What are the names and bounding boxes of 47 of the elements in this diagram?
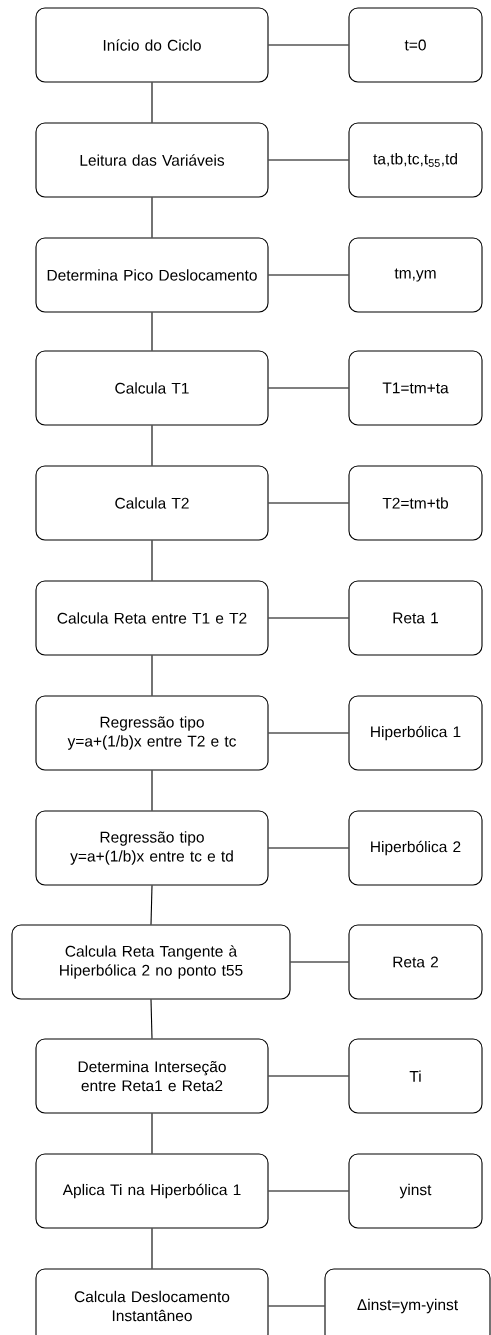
process-box: Calcula T1: [35, 350, 269, 426]
connector-line: [151, 1113, 153, 1154]
connector-line: [151, 770, 153, 811]
connector-line: [151, 655, 153, 696]
value-box: T1=tm+ta: [348, 350, 483, 426]
value-box: t=0: [348, 7, 483, 83]
value-box: ta,tb,tc,t$_{55}$,td: [348, 122, 483, 198]
value-box: Hiperbólica 1: [348, 695, 483, 771]
connector-line: [151, 1228, 153, 1269]
connector-line: [268, 387, 349, 389]
connector-line: [290, 961, 349, 963]
process-box: Determina Interseção entre Reta1 e Reta2: [35, 1038, 269, 1114]
connector-line: [151, 197, 153, 238]
connector-line: [268, 274, 349, 276]
connector-line: [268, 732, 349, 734]
connector-line: [268, 1190, 349, 1192]
connector-line: [268, 159, 349, 161]
connector-line: [150, 999, 153, 1039]
connector-line: [151, 312, 153, 351]
connector-line: [268, 617, 349, 619]
connector-line: [268, 502, 349, 504]
process-box: Calcula Reta entre T1 e T2: [35, 580, 269, 656]
connector-line: [268, 1305, 325, 1307]
connector-line: [151, 540, 153, 581]
value-box: Hiperbólica 2: [348, 810, 483, 886]
value-box: Reta 2: [348, 924, 483, 1000]
process-box: Regressão tipo y=a+(1/b)x entre tc e td: [35, 810, 269, 886]
process-box: Leitura das Variáveis: [35, 122, 269, 198]
process-box: Determina Pico Deslocamento: [35, 237, 269, 313]
connector-line: [268, 1075, 349, 1077]
process-box: Regressão tipo y=a+(1/b)x entre T2 e tc: [35, 695, 269, 771]
value-box: Reta 1: [348, 580, 483, 656]
connector-line: [268, 847, 349, 849]
connector-line: [151, 82, 153, 123]
process-box: Calcula Deslocamento Instantâneo: [35, 1268, 269, 1335]
process-box: Início do Ciclo: [35, 7, 269, 83]
process-box: Aplica Ti na Hiperbólica 1: [35, 1153, 269, 1229]
value-box: T2=tm+tb: [348, 465, 483, 541]
process-box: Calcula T2: [35, 465, 269, 541]
process-box: Calcula Reta Tangente à Hiperbólica 2 no ponto t55: [11, 924, 291, 1000]
value-box: tm,ym: [348, 237, 483, 313]
value-box: Ti: [348, 1038, 483, 1114]
value-box: Δinst=ym-yinst: [324, 1268, 491, 1335]
connector-line: [150, 885, 153, 925]
connector-line: [151, 425, 153, 466]
value-box: yinst: [348, 1153, 483, 1229]
connector-line: [268, 44, 349, 46]
